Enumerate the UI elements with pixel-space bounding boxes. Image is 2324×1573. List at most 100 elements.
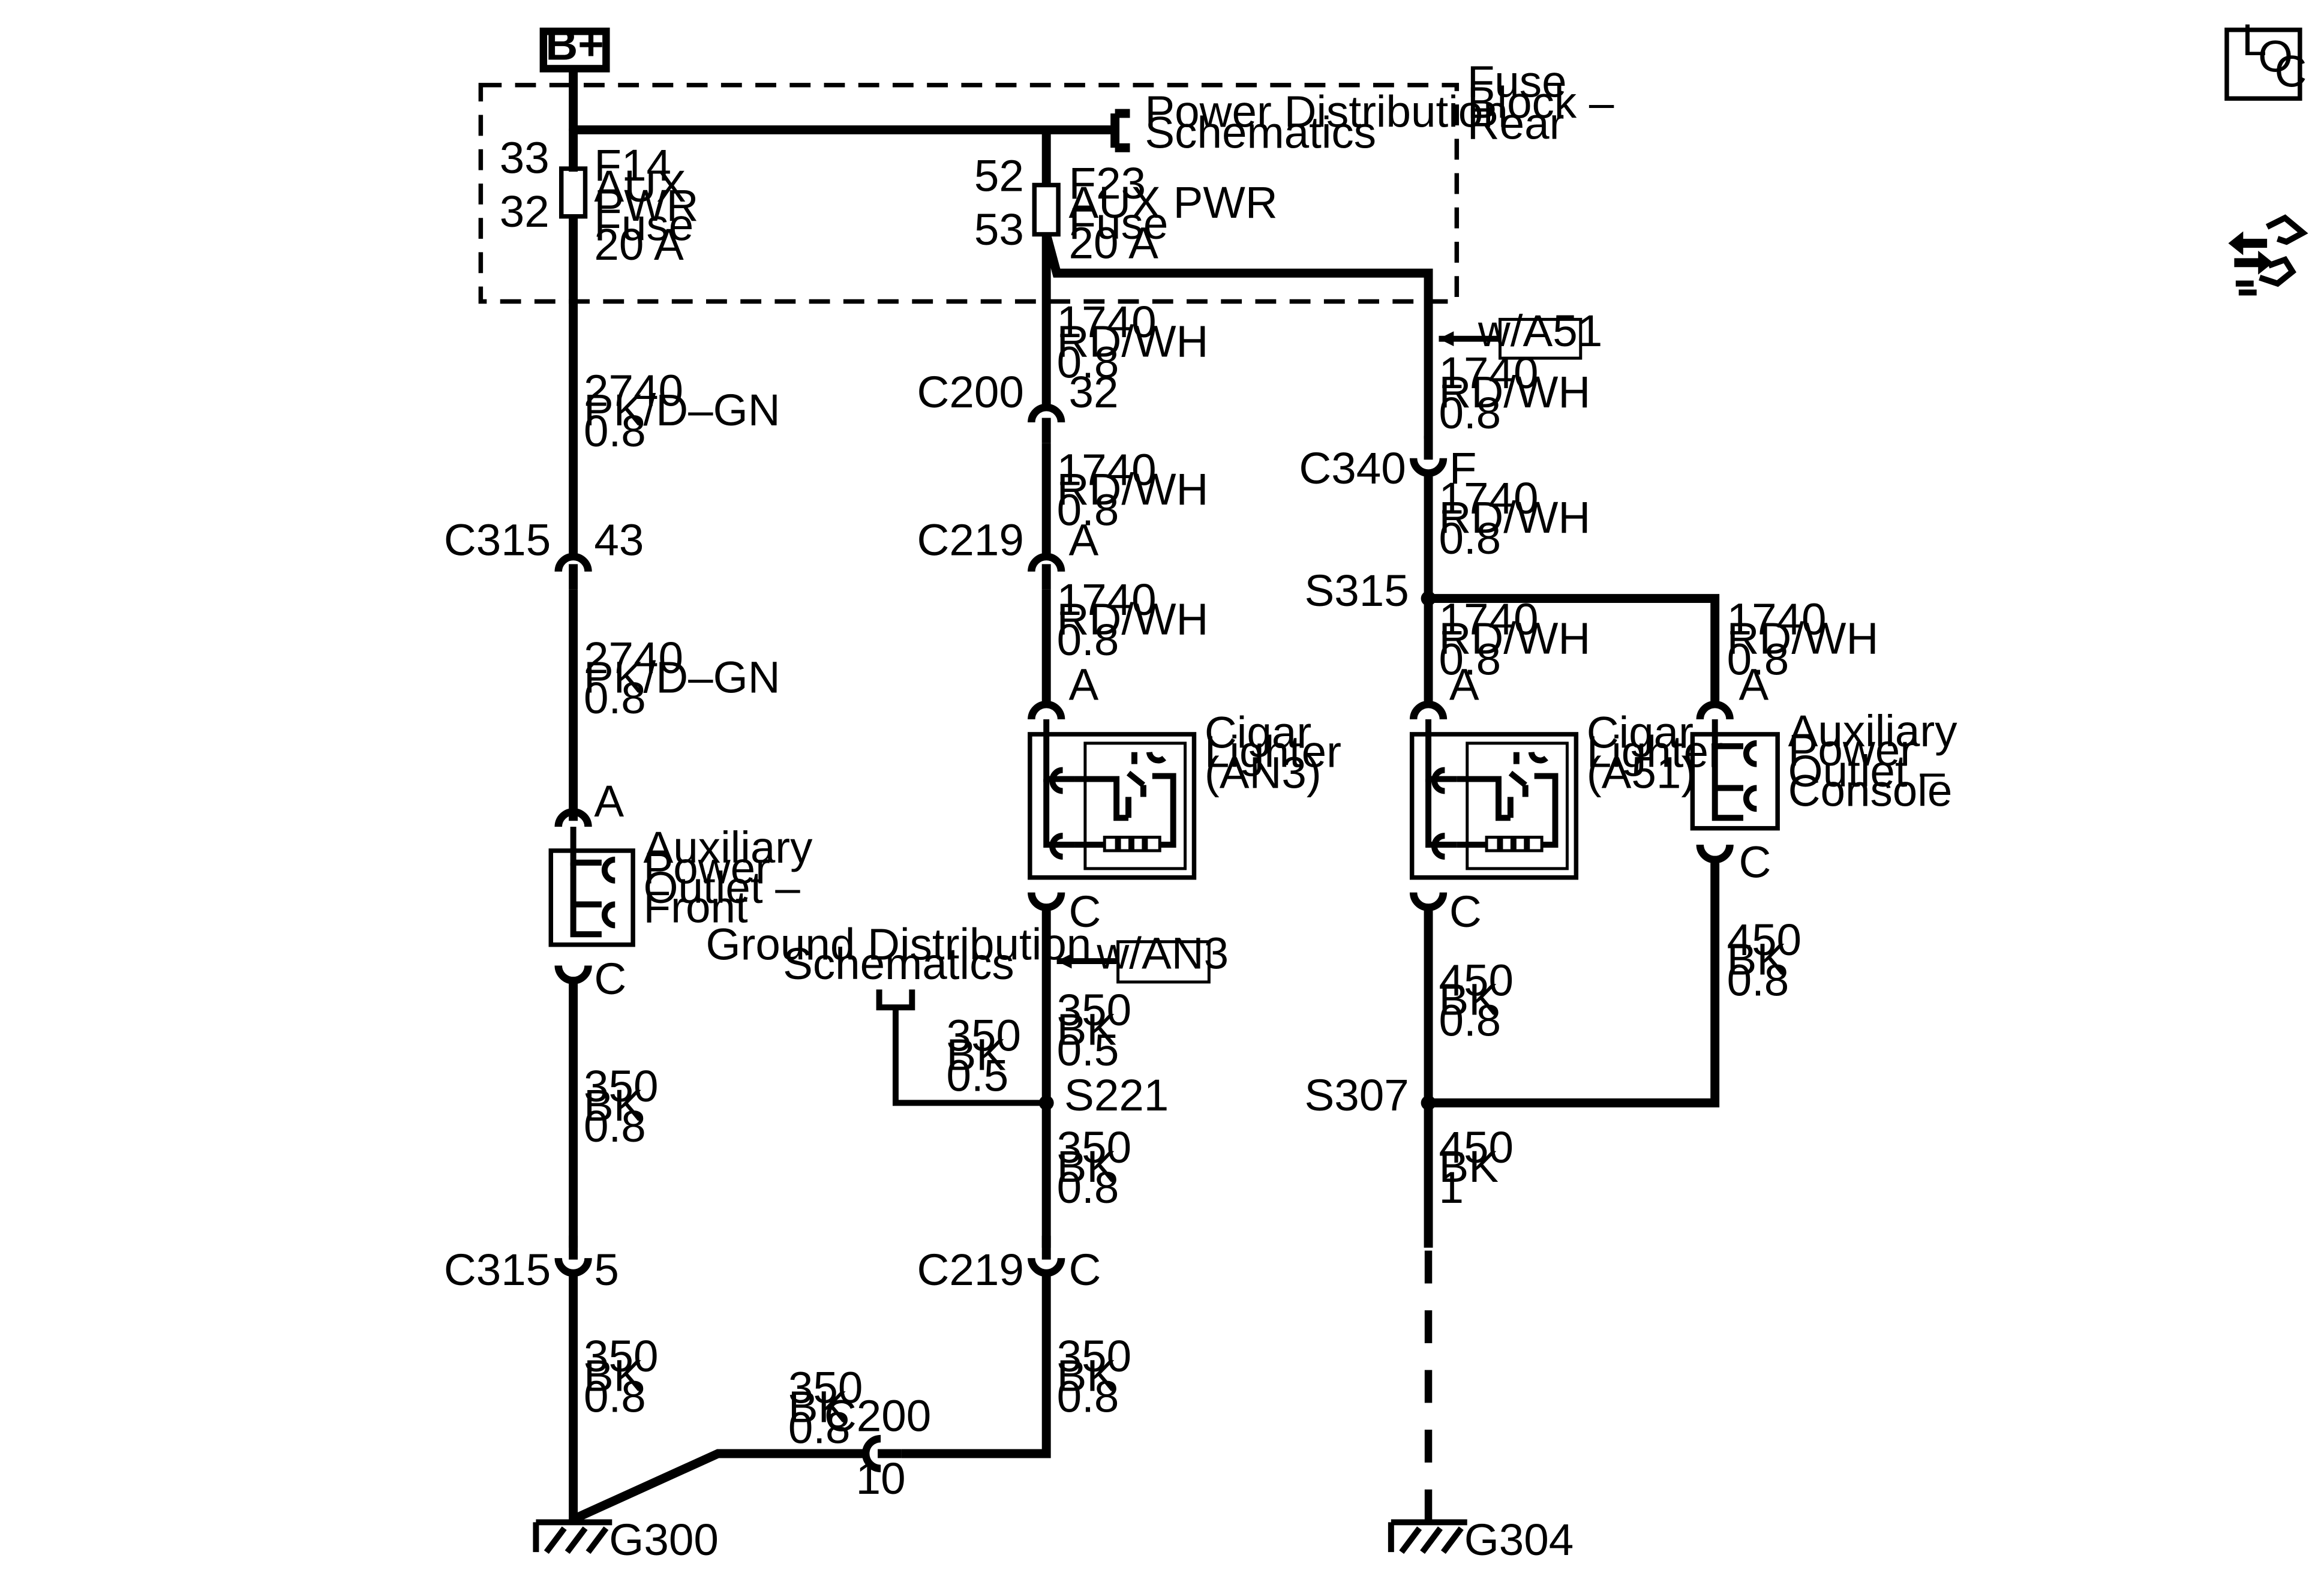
outlet-console-pin-a: A (1739, 659, 1768, 710)
wire-2740-upper-size: 0.8 (584, 406, 646, 456)
wire-1740-mid-2-circuit: 1740 (1057, 444, 1157, 494)
wire-2740-lower-circuit: 2740 (584, 632, 683, 683)
fuse-f14-label-3: PWR (594, 180, 698, 230)
wire-450-right-1-circuit: 450 (1439, 954, 1513, 1005)
splice-s307-label: S307 (1304, 1070, 1409, 1120)
wire-350-front-lower-size: 0.8 (584, 1371, 646, 1421)
wire-1740-mid-3-size: 0.8 (1057, 614, 1119, 665)
connector-c219-pinc: C219 C (917, 1235, 1101, 1295)
fuse-f14-label-4: Fuse (594, 200, 693, 250)
wire-450-right-2-size: 1 (1439, 1162, 1464, 1212)
connector-c219-pina: C219 A (917, 514, 1099, 590)
ground-g304: G304 (1388, 1514, 1574, 1565)
wire-1740-right-3-circuit: 1740 (1439, 593, 1538, 644)
lighter-a51-pin-c: C (1449, 886, 1482, 936)
wire-2740-lower-color: PK/D–GN (584, 652, 780, 702)
power-dist-ref-1: Power Distribution (1145, 86, 1508, 136)
c219-a-pin: A (1069, 514, 1099, 565)
c315-a-name: C315 (444, 514, 551, 565)
c340-pin: F (1449, 443, 1477, 493)
outlet-front-name-2: Power (644, 843, 770, 893)
wire-450-right-2-color: BK (1439, 1141, 1499, 1191)
c200-a-pin: 32 (1069, 367, 1119, 417)
wire-1740-console-circuit: 1740 (1727, 593, 1827, 644)
lighter-a51-name-1: Cigar (1587, 707, 1694, 757)
wire-350-gnd-ref-circuit: 350 (947, 1010, 1021, 1060)
wire-350-mid-2-circuit: 350 (1057, 1122, 1131, 1172)
option-tag-a51: w/A51 (1439, 305, 1602, 360)
outlet-console-name-4: Console (1788, 765, 1953, 815)
option-an3-label: w/AN3 (1096, 927, 1229, 978)
power-dist-bracket (1110, 109, 1130, 152)
lighter-an3-pin-a: A (1069, 659, 1099, 710)
wire-350-front-upper-color: BK (584, 1080, 644, 1130)
loc-icon[interactable]: L O C (2224, 14, 2307, 101)
wire-350-ground-return (571, 1449, 866, 1524)
outlet-front-name-1: Auxiliary (644, 822, 813, 872)
c200-b-pin: 10 (856, 1453, 906, 1503)
fuse-block: Fuse Block – Rear (478, 56, 1614, 304)
power-source: B+ (539, 19, 610, 73)
ground-g304-label: G304 (1464, 1514, 1574, 1565)
wire-1740-console-size: 0.8 (1727, 634, 1789, 684)
loc-icon-c: C (2275, 46, 2307, 96)
connector-c200-pin10: C200 10 (824, 1391, 931, 1503)
power-dist-ref-2: Schematics (1145, 107, 1376, 157)
wire-2740-upper-color: PK/D–GN (584, 385, 780, 435)
connector-c315-pin43: C315 43 (444, 514, 644, 590)
c340-name: C340 (1299, 443, 1406, 493)
fuse-f23-label-3: Fuse (1069, 198, 1169, 248)
ground-dist-ref: Ground Distribution Schematics (706, 919, 1091, 1106)
wire-350-mid-2-size: 0.8 (1057, 1162, 1119, 1212)
wire-350-mid-1-circuit: 350 (1057, 984, 1131, 1035)
wire-1740-mid-1-color: RD/WH (1057, 316, 1209, 367)
fuse-f23-pin-bottom: 53 (974, 204, 1024, 254)
wire-350-ground-color: BK (788, 1382, 848, 1432)
wire-450-console (1428, 856, 1720, 1107)
ground-dist-ref-2: Schematics (783, 938, 1014, 989)
outlet-console-name-2: Power (1788, 725, 1915, 775)
outlet-console-pin-c: C (1739, 837, 1771, 887)
connector-c200-pin32: C200 32 (917, 367, 1119, 443)
wire-1740-console (1428, 594, 1720, 705)
wire-1740-mid-1-circuit: 1740 (1057, 296, 1157, 347)
option-a51-label: w/A51 (1478, 305, 1602, 356)
wire-350-ground-circuit: 350 (788, 1362, 863, 1412)
wire-450-right-1-size: 0.8 (1439, 995, 1501, 1045)
lighter-an3-name-3: (AN3) (1205, 747, 1322, 797)
cigar-lighter-a51: A C Cigar Lighter (A51) (1409, 659, 1724, 936)
connector-view-icon[interactable] (2228, 214, 2308, 296)
wire-350-mid-3-circuit: 350 (1057, 1331, 1131, 1381)
wire-450-console-size: 0.8 (1727, 954, 1789, 1005)
fuse-f14-label-5: 20 A (594, 219, 684, 269)
wire-350-mid-3-size: 0.8 (1057, 1371, 1119, 1421)
connector-c315-pin5: C315 5 (444, 1235, 619, 1295)
wire-1740-right-2-circuit: 1740 (1439, 473, 1538, 523)
wire-1740-mid-1-size: 0.8 (1057, 337, 1119, 387)
wire-1740-right-1-size: 0.8 (1439, 388, 1501, 438)
outlet-console-name-1: Auxiliary (1788, 706, 1958, 756)
wire-450-console-circuit: 450 (1727, 914, 1801, 965)
c219-b-name: C219 (917, 1244, 1024, 1295)
c200-b-name: C200 (824, 1391, 931, 1441)
fuse-f23-label-4: 20 A (1069, 217, 1159, 268)
wire-1740-console-color: RD/WH (1727, 613, 1879, 664)
loc-icon-o: O (2258, 31, 2293, 81)
aux-power-outlet-console: A C Auxiliary Power Outlet – Console (1690, 659, 1958, 887)
wire-2740-lower-size: 0.8 (584, 673, 646, 723)
wire-1740-mid-3-color: RD/WH (1057, 593, 1209, 644)
c315-b-pin: 5 (594, 1244, 618, 1295)
wire-2740-upper-circuit: 2740 (584, 365, 683, 416)
c219-b-pin: C (1069, 1244, 1101, 1295)
splice-s221 (1038, 1095, 1054, 1110)
splice-s307 (1421, 1095, 1436, 1110)
wire-350-mid-bottom (901, 1272, 1051, 1458)
fuse-block-title-3: Rear (1467, 98, 1565, 148)
splice-s315-label: S315 (1304, 565, 1409, 616)
outlet-front-name-3: Outlet – (644, 862, 801, 912)
bus-junction-left (569, 125, 578, 134)
outlet-front-pin-a: A (594, 776, 624, 826)
wire-450-right-1-color: BK (1439, 974, 1499, 1025)
wire-450-console-color: BK (1727, 933, 1787, 984)
